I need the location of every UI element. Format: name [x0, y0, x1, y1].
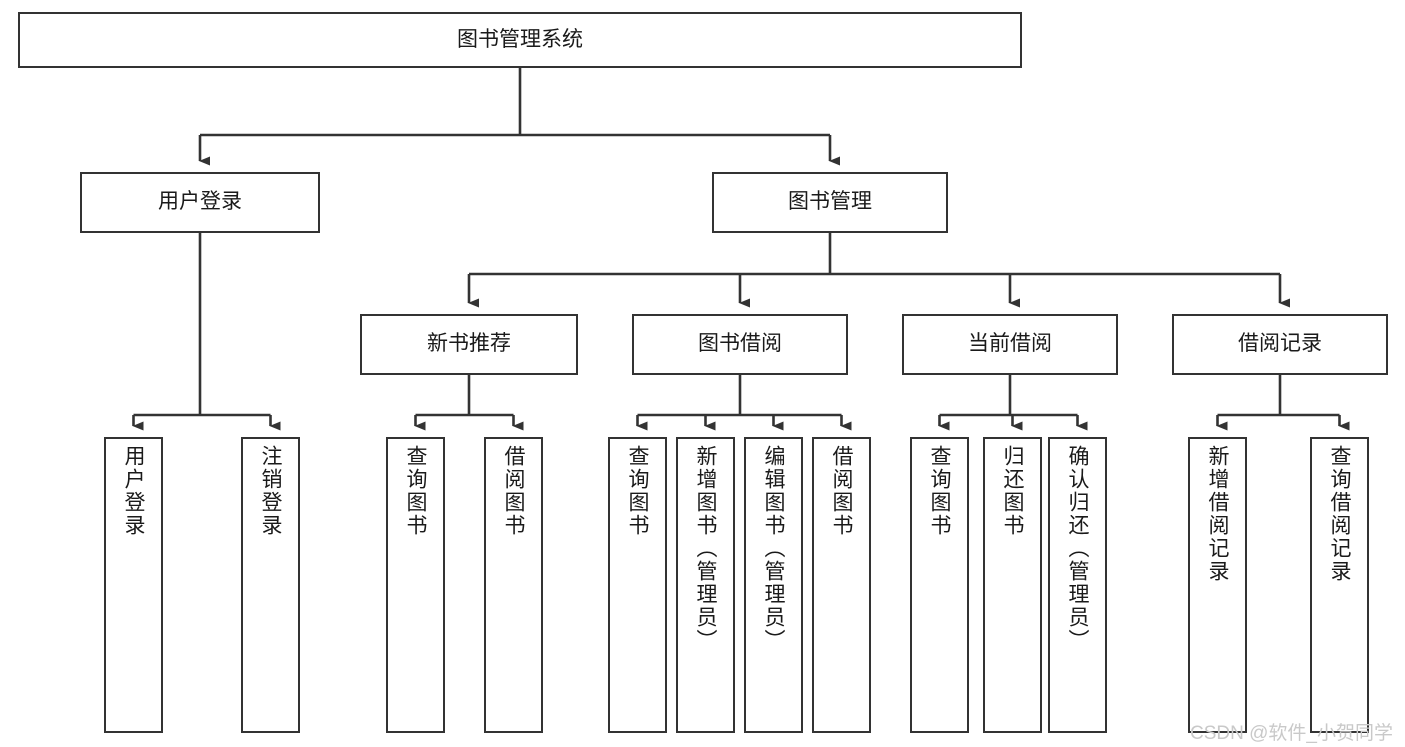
node-current-borrow-label: 当前借阅: [968, 332, 1052, 356]
node-current-borrow[interactable]: 当前借阅: [902, 314, 1118, 375]
leaf-book-borrow-1[interactable]: 查询图书: [608, 437, 667, 733]
leaf-current-borrow-1[interactable]: 查询图书: [910, 437, 969, 733]
leaf-user-login-2[interactable]: 注销登录: [241, 437, 300, 733]
leaf-book-borrow-2-label: 新增图书（管理员）: [694, 445, 718, 652]
node-borrow-records[interactable]: 借阅记录: [1172, 314, 1388, 375]
node-user-login-label: 用户登录: [158, 190, 242, 214]
leaf-new-book-recommend-1-label: 查询图书: [404, 445, 428, 537]
leaf-current-borrow-1-label: 查询图书: [928, 445, 952, 537]
leaf-book-borrow-4[interactable]: 借阅图书: [812, 437, 871, 733]
leaf-book-borrow-1-label: 查询图书: [626, 445, 650, 537]
leaf-current-borrow-3-label: 确认归还（管理员）: [1066, 445, 1090, 652]
leaf-book-borrow-4-label: 借阅图书: [830, 445, 854, 537]
leaf-book-borrow-3-label: 编辑图书（管理员）: [762, 445, 786, 652]
leaf-new-book-recommend-2-label: 借阅图书: [502, 445, 526, 537]
leaf-user-login-1-label: 用户登录: [122, 445, 146, 537]
node-user-login[interactable]: 用户登录: [80, 172, 320, 233]
leaf-book-borrow-2[interactable]: 新增图书（管理员）: [676, 437, 735, 733]
leaf-borrow-records-2-label: 查询借阅记录: [1328, 445, 1352, 583]
leaf-user-login-1[interactable]: 用户登录: [104, 437, 163, 733]
node-root[interactable]: 图书管理系统: [18, 12, 1022, 68]
leaf-user-login-2-label: 注销登录: [259, 445, 283, 537]
node-book-borrow[interactable]: 图书借阅: [632, 314, 848, 375]
leaf-borrow-records-1[interactable]: 新增借阅记录: [1188, 437, 1247, 733]
node-new-book-recommend-label: 新书推荐: [427, 332, 511, 356]
leaf-borrow-records-1-label: 新增借阅记录: [1206, 445, 1230, 583]
leaf-new-book-recommend-2[interactable]: 借阅图书: [484, 437, 543, 733]
node-borrow-records-label: 借阅记录: [1238, 332, 1322, 356]
leaf-borrow-records-2[interactable]: 查询借阅记录: [1310, 437, 1369, 733]
leaf-book-borrow-3[interactable]: 编辑图书（管理员）: [744, 437, 803, 733]
leaf-current-borrow-2-label: 归还图书: [1001, 445, 1025, 537]
leaf-current-borrow-3[interactable]: 确认归还（管理员）: [1048, 437, 1107, 733]
node-book-management[interactable]: 图书管理: [712, 172, 948, 233]
node-book-borrow-label: 图书借阅: [698, 332, 782, 356]
leaf-current-borrow-2[interactable]: 归还图书: [983, 437, 1042, 733]
node-book-management-label: 图书管理: [788, 190, 872, 214]
node-root-label: 图书管理系统: [457, 27, 583, 51]
leaf-new-book-recommend-1[interactable]: 查询图书: [386, 437, 445, 733]
node-new-book-recommend[interactable]: 新书推荐: [360, 314, 578, 375]
